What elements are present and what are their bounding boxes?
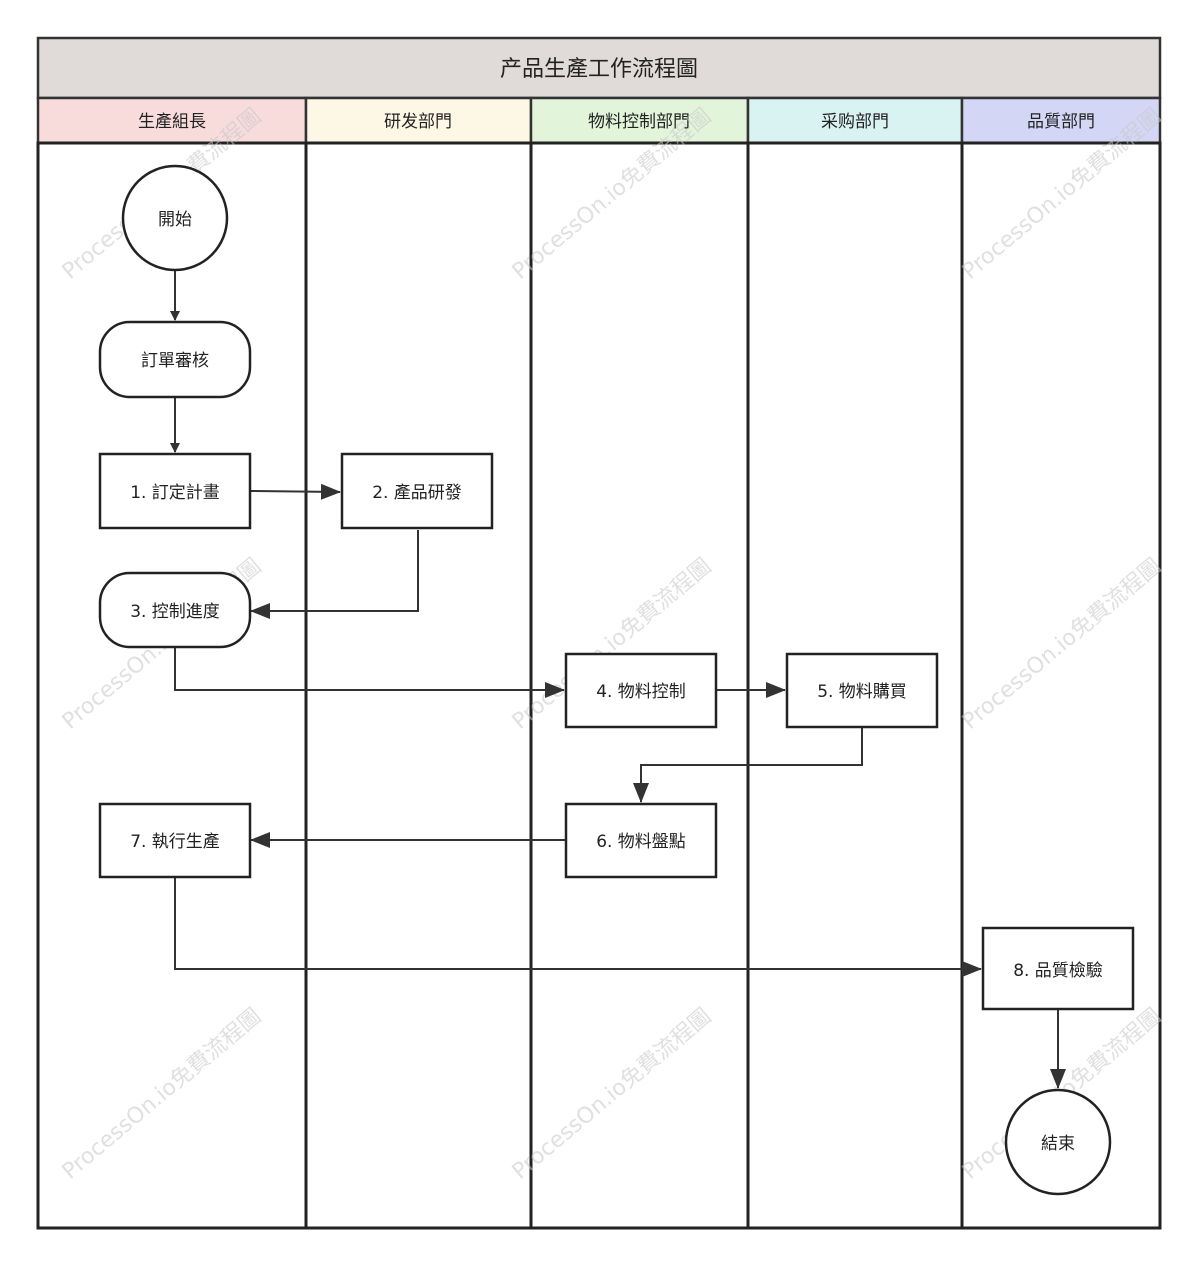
watermark: ProcessOn.io免費流程圖 — [958, 554, 1167, 735]
lane-label: 研发部門 — [384, 112, 452, 132]
lane-header-production-lead — [36, 96, 308, 145]
lane-body-production-lead — [36, 141, 308, 1230]
order-review-shape — [98, 320, 252, 399]
plan-shape — [98, 452, 252, 530]
lane-label: 生產組長 — [138, 112, 206, 132]
lane-body-rnd — [304, 141, 533, 1230]
end-terminal — [1004, 1088, 1112, 1196]
inventory-label: 6. 物料盤點 — [596, 832, 686, 852]
production-shape — [98, 802, 252, 879]
lane-label: 品質部門 — [1027, 112, 1095, 132]
inventory-shape — [564, 802, 718, 879]
plan-label: 1. 訂定計畫 — [130, 483, 220, 503]
node-inspection: 8. 品質檢驗 — [981, 926, 1135, 1011]
production-label: 7. 執行生產 — [130, 832, 220, 852]
lane-header-quality — [960, 96, 1162, 145]
lane-label: 物料控制部門 — [588, 112, 690, 132]
connector-production-to-inspection — [174, 878, 982, 977]
connectors — [170, 271, 1066, 1089]
purchase-label: 5. 物料購買 — [817, 682, 907, 702]
node-production: 7. 執行生產 — [98, 802, 252, 879]
diagram-title: 产品生產工作流程圖 — [500, 57, 698, 82]
node-material-control: 4. 物料控制 — [564, 652, 718, 729]
title-bar — [36, 36, 1162, 100]
node-start: 開始 — [121, 164, 229, 272]
connector-plan-to-rnd — [250, 483, 341, 500]
node-purchase: 5. 物料購買 — [785, 652, 939, 729]
lane-label: 采购部門 — [821, 112, 889, 132]
progress-shape — [98, 571, 252, 649]
material-control-shape — [564, 652, 718, 729]
material-control-label: 4. 物料控制 — [596, 682, 686, 702]
inspection-label: 8. 品質檢驗 — [1013, 961, 1103, 981]
node-end: 結束 — [1004, 1088, 1112, 1196]
purchase-shape — [785, 652, 939, 729]
watermark: ProcessOn.io免費流程圖 — [508, 1004, 717, 1185]
node-plan: 1. 訂定計畫 — [98, 452, 252, 530]
order-review-label: 訂單審核 — [141, 351, 209, 371]
progress-label: 3. 控制進度 — [130, 602, 220, 622]
connector-rnd-to-progress — [250, 530, 419, 619]
rnd-label: 2. 產品研發 — [372, 483, 462, 503]
rnd-shape — [340, 452, 494, 530]
node-inventory: 6. 物料盤點 — [564, 802, 718, 879]
start-terminal — [121, 164, 229, 272]
connector-purchase-to-inventory — [633, 728, 863, 803]
lane-body-quality — [960, 141, 1162, 1230]
start-label: 開始 — [158, 210, 192, 230]
node-order-review: 訂單審核 — [98, 320, 252, 399]
node-rnd: 2. 產品研發 — [340, 452, 494, 530]
end-label: 結束 — [1041, 1134, 1075, 1154]
connector-progress-to-material — [174, 648, 565, 698]
watermark: ProcessOn.io免費流程圖 — [58, 1004, 267, 1185]
node-progress: 3. 控制進度 — [98, 571, 252, 649]
inspection-shape — [981, 926, 1135, 1011]
